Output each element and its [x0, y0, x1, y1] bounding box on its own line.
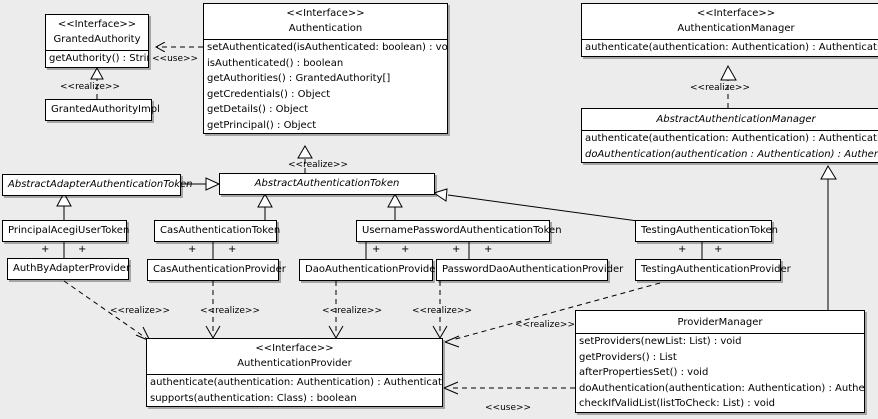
- edge-generalize-testingauthenticationtoken-to-abstractauthenticationtoken: [432, 188, 646, 223]
- provider-manager-separator: [576, 333, 864, 334]
- class-principal-acegi-user-token[interactable]: PrincipalAcegiUserToken: [2, 220, 130, 242]
- operation: getPrincipal() : Object: [207, 119, 317, 131]
- authentication-manager-separator: [582, 39, 878, 40]
- edge-label-realize-passworddaoauthenticationprovider: <<realize>>: [412, 306, 472, 316]
- edge-label-realize-daoauthenticationprovider: <<realize>>: [322, 306, 382, 316]
- class-dao-authentication-provider[interactable]: DaoAuthenticationProvider: [299, 259, 440, 281]
- auth-by-adapter-provider-name: AuthByAdapterProvider: [13, 263, 131, 274]
- edge-generalize-principalacegiusertoken-to-abstractadapter: [56, 191, 72, 220]
- edge-generalize-providermanager-to-abstractauthenticationmanager: [820, 164, 837, 310]
- abstract-authentication-manager-separator: [582, 130, 878, 131]
- multiplicity-cas-right: +: [228, 244, 237, 255]
- abstract-authentication-token-name: AbstractAuthenticationToken: [254, 178, 400, 189]
- edge-generalize-usernamepasswordtoken-to-abstractauthenticationtoken: [387, 192, 403, 220]
- class-password-dao-authentication-provider[interactable]: PasswordDaoAuthenticationProvider: [436, 259, 624, 281]
- abstract-authentication-manager-name: AbstractAuthenticationManager: [656, 114, 816, 125]
- class-authentication-manager[interactable]: <<Interface>> AuthenticationManager auth…: [581, 3, 878, 57]
- class-testing-authentication-provider[interactable]: TestingAuthenticationProvider: [635, 259, 791, 281]
- testing-authentication-token-name: TestingAuthenticationToken: [641, 225, 779, 236]
- authentication-name: Authentication: [288, 23, 363, 34]
- operation: setAuthenticated(isAuthenticated: boolea…: [207, 42, 447, 53]
- operation: supports(authentication: Class) : boolea…: [150, 392, 357, 404]
- operation: authenticate(authentication: Authenticat…: [585, 42, 878, 53]
- operation: getProviders() : List: [579, 351, 677, 363]
- cas-authentication-provider-name: CasAuthenticationProvider: [153, 264, 286, 275]
- class-granted-authority-impl[interactable]: GrantedAuthorityImpl: [45, 99, 160, 121]
- edge-label-realize-testingauthenticationprovider: <<realize>>: [515, 320, 575, 330]
- edge-label-realize-casauthenticationprovider: <<realize>>: [200, 306, 260, 316]
- authentication-manager-operations: authenticate(authentication: Authenticat…: [582, 40, 878, 56]
- authentication-provider-separator: [147, 374, 442, 375]
- granted-authority-stereotype: <<Interface>>: [57, 19, 137, 30]
- class-provider-manager[interactable]: ProviderManager setProviders(newList: Li…: [575, 310, 865, 413]
- operation: isAuthenticated() : boolean: [207, 57, 344, 69]
- dao-authentication-provider-name: DaoAuthenticationProvider: [305, 264, 440, 275]
- class-authentication[interactable]: <<Interface>> Authentication setAuthenti…: [203, 3, 448, 134]
- edge-label-use-authentication-grantedauthority: <<use>>: [152, 54, 199, 64]
- granted-authority-operations: getAuthority() : String: [46, 51, 148, 67]
- class-testing-authentication-token[interactable]: TestingAuthenticationToken: [635, 220, 779, 242]
- abstract-authentication-manager-operations: authenticate(authentication: Authenticat…: [582, 131, 878, 162]
- authentication-separator: [204, 39, 447, 40]
- operation: getCredentials() : Object: [207, 88, 331, 100]
- authentication-provider-operations: authenticate(authentication: Authenticat…: [147, 375, 442, 406]
- operation: getAuthorities() : GrantedAuthority[]: [207, 73, 391, 84]
- operation: getDetails() : Object: [207, 104, 309, 115]
- provider-manager-name: ProviderManager: [677, 317, 763, 328]
- multiplicity-cas-left: +: [188, 244, 197, 255]
- edge-label-realize-abstractauthenticationmanager: <<realize>>: [690, 83, 750, 93]
- multiplicity-testing-right: +: [714, 244, 723, 255]
- class-auth-by-adapter-provider[interactable]: AuthByAdapterProvider: [7, 258, 131, 280]
- multiplicity-userpass-3: +: [452, 244, 461, 255]
- multiplicity-testing-left: +: [678, 244, 687, 255]
- class-authentication-provider[interactable]: <<Interface>> AuthenticationProvider aut…: [146, 338, 443, 407]
- multiplicity-userpass-2: +: [401, 244, 410, 255]
- username-password-authentication-token-name: UsernamePasswordAuthenticationToken: [362, 225, 562, 236]
- class-granted-authority[interactable]: <<Interface>> GrantedAuthority getAuthor…: [45, 14, 149, 68]
- operation: authenticate(authentication: Authenticat…: [585, 133, 878, 144]
- edge-use-providermanager-to-authenticationprovider: [443, 381, 575, 395]
- cas-authentication-token-name: CasAuthenticationToken: [160, 225, 281, 236]
- operation: doAuthentication(authentication: Authent…: [579, 382, 864, 394]
- operation: setProviders(newList: List) : void: [579, 336, 742, 347]
- edge-generalize-casauthenticationtoken-to-abstractauthenticationtoken: [257, 192, 273, 220]
- provider-manager-operations: setProviders(newList: List) : void getPr…: [576, 334, 864, 412]
- edge-label-realize-abstractauthenticationtoken: <<realize>>: [288, 160, 348, 170]
- multiplicity-userpass-1: +: [372, 244, 381, 255]
- operation: checkIfValidList(listToCheck: List) : vo…: [579, 398, 776, 409]
- multiplicity-principal-acegi-right: +: [78, 244, 87, 255]
- class-abstract-authentication-manager[interactable]: AbstractAuthenticationManager authentica…: [581, 108, 878, 163]
- testing-authentication-provider-name: TestingAuthenticationProvider: [641, 264, 791, 275]
- authentication-provider-stereotype: <<Interface>>: [255, 343, 334, 354]
- authentication-manager-stereotype: <<Interface>>: [696, 8, 776, 19]
- authentication-stereotype: <<Interface>>: [286, 8, 365, 19]
- authentication-provider-name: AuthenticationProvider: [237, 358, 352, 369]
- edge-label-realize-authbyadapterprovider: <<realize>>: [110, 306, 170, 316]
- class-cas-authentication-provider[interactable]: CasAuthenticationProvider: [147, 259, 286, 281]
- operation: doAuthentication(authentication : Authen…: [585, 148, 878, 160]
- operation: afterPropertiesSet() : void: [579, 367, 709, 378]
- class-abstract-authentication-token[interactable]: AbstractAuthenticationToken: [219, 173, 435, 195]
- operation: authenticate(authentication: Authenticat…: [150, 377, 442, 388]
- edge-label-realize-grantedauthorityimpl: <<realize>>: [60, 82, 120, 92]
- class-username-password-authentication-token[interactable]: UsernamePasswordAuthenticationToken: [356, 220, 562, 242]
- multiplicity-userpass-4: +: [484, 244, 493, 255]
- multiplicity-principal-acegi-left: +: [41, 244, 50, 255]
- operation: getAuthority() : String: [49, 53, 148, 64]
- class-cas-authentication-token[interactable]: CasAuthenticationToken: [154, 220, 281, 242]
- granted-authority-separator: [46, 50, 148, 51]
- principal-acegi-user-token-name: PrincipalAcegiUserToken: [8, 225, 130, 236]
- class-abstract-adapter-authentication-token[interactable]: AbstractAdapterAuthenticationToken: [2, 174, 193, 196]
- authentication-operations: setAuthenticated(isAuthenticated: boolea…: [204, 40, 447, 133]
- password-dao-authentication-provider-name: PasswordDaoAuthenticationProvider: [442, 264, 624, 275]
- edge-label-use-providermanager-authenticationprovider: <<use>>: [485, 403, 532, 413]
- abstract-adapter-authentication-token-name: AbstractAdapterAuthenticationToken: [8, 179, 193, 190]
- granted-authority-name: GrantedAuthority: [53, 34, 141, 45]
- granted-authority-impl-name: GrantedAuthorityImpl: [51, 104, 160, 115]
- authentication-manager-name: AuthenticationManager: [677, 23, 795, 34]
